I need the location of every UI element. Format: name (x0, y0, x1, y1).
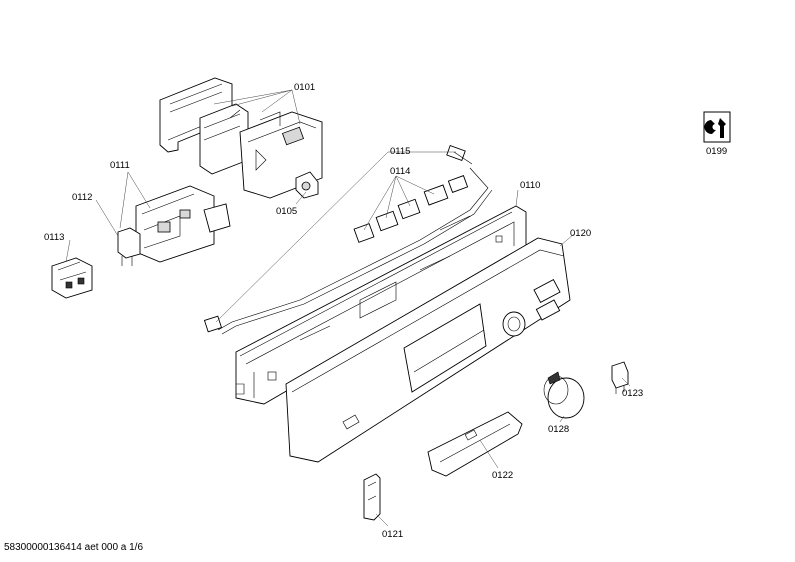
part-0122-lever[interactable] (427, 411, 523, 477)
label-0123: 0123 (622, 388, 643, 399)
label-0128: 0128 (548, 424, 569, 435)
document-footer-code: 58300000136414 aet 000 a 1/6 (4, 542, 144, 553)
label-0110: 0110 (520, 180, 540, 191)
label-0115: 0115 (390, 146, 410, 157)
label-0120: 0120 (570, 228, 591, 239)
label-0111: 0111 (110, 160, 130, 171)
part-0199-service-icon[interactable] (703, 111, 731, 143)
part-0112-block[interactable] (117, 227, 141, 266)
label-0112: 0112 (72, 192, 92, 203)
label-0199: 0199 (706, 146, 727, 157)
label-0101: 0101 (294, 82, 315, 93)
label-0113: 0113 (44, 232, 64, 243)
leader-lines (65, 89, 631, 527)
label-0122: 0122 (492, 470, 513, 481)
label-0114: 0114 (390, 166, 410, 177)
part-0111-module[interactable] (135, 185, 231, 263)
part-0114-connectors[interactable] (353, 175, 469, 243)
part-0121-bracket[interactable] (363, 473, 381, 521)
part-0120-fascia[interactable] (285, 237, 571, 463)
part-0105-switch[interactable] (295, 171, 319, 199)
part-0115-cable[interactable] (203, 144, 493, 335)
label-0105: 0105 (276, 206, 297, 217)
label-0121: 0121 (382, 529, 403, 540)
part-0128-knob[interactable] (543, 371, 585, 419)
part-0113-terminal[interactable] (51, 257, 93, 299)
